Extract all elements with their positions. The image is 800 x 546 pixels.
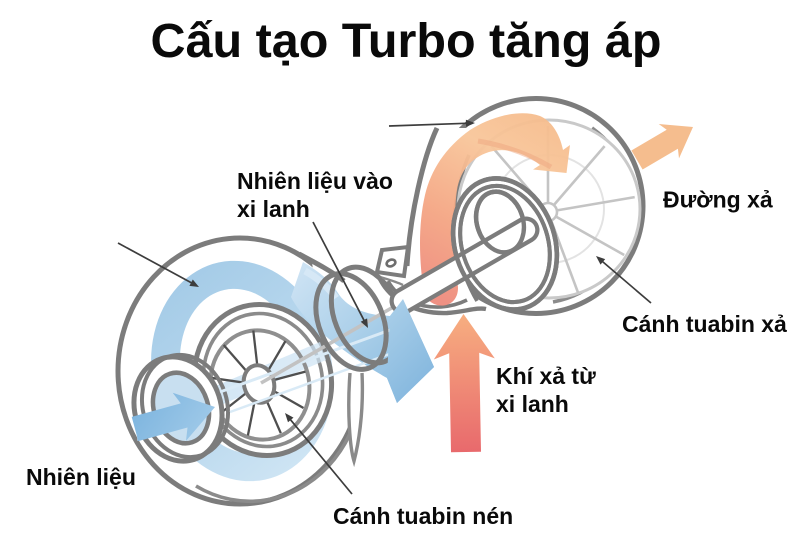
svg-text:Nhiên liệu vào: Nhiên liệu vào (237, 168, 393, 194)
svg-text:xi lanh: xi lanh (237, 196, 310, 222)
svg-text:Đường xả: Đường xả (663, 187, 773, 213)
svg-text:xi lanh: xi lanh (496, 391, 569, 417)
svg-text:Cánh tuabin xả: Cánh tuabin xả (622, 311, 787, 337)
svg-text:Cấu tạo Turbo tăng áp: Cấu tạo Turbo tăng áp (150, 14, 661, 68)
svg-text:Nhiên liệu: Nhiên liệu (26, 464, 136, 490)
svg-text:Cánh tuabin nén: Cánh tuabin nén (333, 503, 513, 529)
svg-text:Khí xả từ: Khí xả từ (496, 363, 596, 389)
